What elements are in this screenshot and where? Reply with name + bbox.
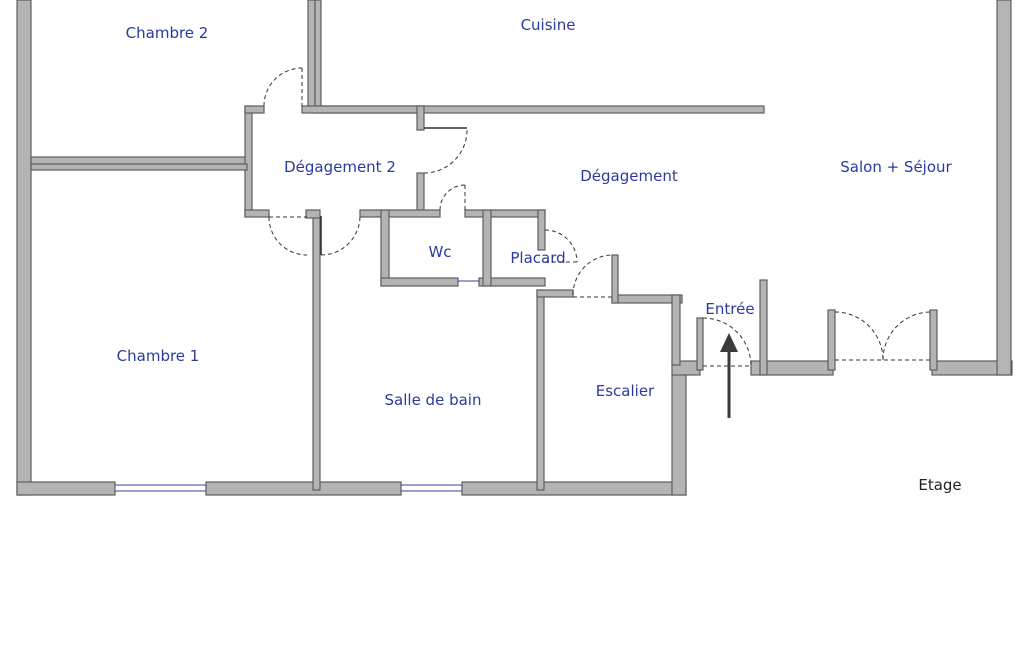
wall-escalier-right: [671, 373, 687, 496]
wall-deg2-bottom-b: [359, 209, 441, 218]
label-degagement: Dégagement: [580, 167, 678, 185]
wall-escalier-east: [671, 294, 681, 366]
entry-arrow-icon: [720, 333, 738, 352]
wall-chambre1-east: [312, 215, 321, 491]
wall-bottom-1: [16, 481, 116, 496]
wall-bottom-2: [205, 481, 402, 496]
wall-wc-left: [380, 209, 390, 287]
wall-deg2-top-a: [244, 105, 265, 114]
wall-cuisine-west: [314, 0, 322, 109]
entry-arrow: [720, 333, 738, 418]
label-entree: Entrée: [705, 300, 754, 318]
wall-deg2-bottom-c: [464, 209, 546, 218]
door-deg2-east-swing: [423, 129, 468, 174]
room-labels: Chambre 2 Cuisine Dégagement 2 Dégagemen…: [117, 16, 962, 494]
wall-placard-right: [537, 209, 546, 251]
door-sdb-swing: [320, 215, 361, 256]
door-entree-swing: [702, 317, 752, 367]
door-french-left-swing: [834, 311, 884, 361]
wall-salon-right: [996, 0, 1012, 376]
label-cuisine: Cuisine: [521, 16, 576, 34]
door-wc-swing: [439, 184, 466, 211]
wall-deg2-left: [244, 105, 253, 217]
door-placard-swing: [544, 229, 578, 263]
wall-deg2-right: [416, 105, 425, 131]
wall-wc-right: [482, 209, 492, 287]
door-escalier-swing: [572, 254, 614, 296]
label-escalier: Escalier: [596, 382, 655, 400]
label-chambre-2: Chambre 2: [126, 24, 209, 42]
wall-escalier-jamb: [611, 254, 619, 304]
door-chambre2-swing: [263, 67, 303, 107]
wall-entry-left-jamb: [696, 317, 704, 371]
wall-bottom-3: [461, 481, 687, 496]
label-chambre-1: Chambre 1: [117, 347, 200, 365]
label-level: Etage: [918, 476, 961, 494]
wall-escalier-door-sill: [536, 289, 574, 298]
wall-french-door-a: [827, 309, 836, 371]
label-wc: Wc: [428, 243, 451, 261]
windows: [115, 280, 479, 492]
door-chambre1-swing: [268, 216, 308, 256]
label-salle-de-bain: Salle de bain: [385, 391, 482, 409]
doors: [263, 67, 932, 367]
wall-chambre2-east: [307, 0, 316, 113]
wall-chambre2-bottom: [30, 156, 248, 165]
wall-left: [16, 0, 32, 496]
wall-escalier-west: [536, 289, 545, 491]
wall-wc-bottom-a: [380, 277, 459, 287]
label-salon-sejour: Salon + Séjour: [840, 158, 952, 176]
wall-french-door-b: [929, 309, 938, 371]
walls: [16, 0, 1013, 496]
wall-entry-right-jamb: [759, 279, 768, 376]
door-french-right-swing: [882, 311, 932, 361]
wall-deg2-bottom-a: [244, 209, 270, 218]
wall-deg2-top-b: [301, 105, 423, 114]
wall-chambre1-top: [30, 163, 248, 171]
label-degagement-2: Dégagement 2: [284, 158, 396, 176]
wall-door-jamb: [305, 209, 321, 219]
wall-wc-bottom-b: [478, 277, 546, 287]
label-placard: Placard: [510, 249, 565, 267]
